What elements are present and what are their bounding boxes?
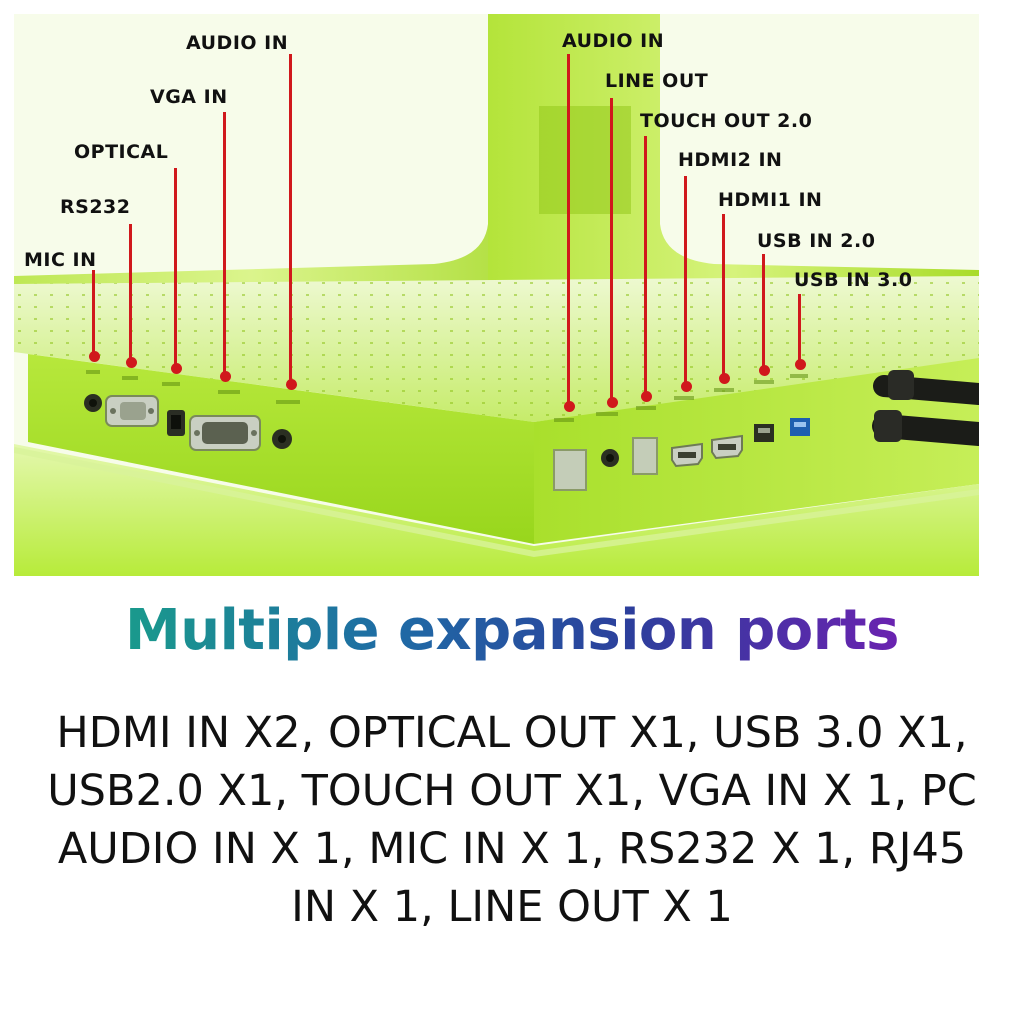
usb2-port-icon (754, 424, 774, 442)
hdmi1-port-icon (711, 434, 743, 460)
leader-dot-hdmi1-in (719, 373, 730, 384)
usb3-port-icon (790, 418, 810, 436)
leader-dot-usb-in-2 (759, 365, 770, 376)
leader-usb-in-2 (762, 254, 765, 368)
leader-dot-usb-in-3 (795, 359, 806, 370)
callout-usb-in-3: USB IN 3.0 (794, 269, 913, 291)
cable-icon (872, 370, 979, 446)
callout-mic-in: MIC IN (24, 249, 97, 271)
vga-port-icon (189, 415, 261, 451)
leader-touch-out (644, 136, 647, 394)
description-line: USB2.0 X1, TOUCH OUT X1, VGA IN X 1, PC (47, 766, 977, 816)
port-description: HDMI IN X2, OPTICAL OUT X1, USB 3.0 X1, … (30, 704, 994, 936)
leader-hdmi1-in (722, 214, 725, 376)
optical-port-icon (167, 410, 185, 436)
callout-hdmi2-in: HDMI2 IN (678, 149, 783, 171)
callout-touch-out: TOUCH OUT 2.0 (640, 110, 813, 132)
device-illustration (14, 14, 979, 576)
leader-hdmi2-in (684, 176, 687, 384)
leader-dot-vga-in (220, 371, 231, 382)
description-line: HDMI IN X2, OPTICAL OUT X1, USB 3.0 X1, (56, 708, 968, 758)
leader-dot-rs232 (126, 357, 137, 368)
callout-optical: OPTICAL (74, 141, 169, 163)
leader-dot-mic-in (89, 351, 100, 362)
hdmi2-port-icon (671, 442, 703, 468)
leader-optical (174, 168, 177, 366)
leader-audio-in-left (289, 54, 292, 382)
leader-audio-in-right (567, 54, 570, 404)
leader-dot-touch-out (641, 391, 652, 402)
rs232-port-icon (105, 395, 159, 427)
headline-text: Multiple expansion ports (125, 598, 900, 663)
leader-line-out (610, 98, 613, 400)
headline: Multiple expansion ports (0, 598, 1024, 663)
callout-audio-in-left: AUDIO IN (186, 32, 289, 54)
leader-usb-in-3 (798, 294, 801, 362)
leader-dot-audio-in-left (286, 379, 297, 390)
leader-mic-in (92, 270, 95, 354)
leader-vga-in (223, 112, 226, 374)
callout-line-out: LINE OUT (605, 70, 709, 92)
leader-dot-hdmi2-in (681, 381, 692, 392)
touch-out-port-icon (632, 437, 658, 475)
leader-dot-line-out (607, 397, 618, 408)
callout-usb-in-2: USB IN 2.0 (757, 230, 876, 252)
leader-dot-optical (171, 363, 182, 374)
mic-in-port-icon (84, 394, 102, 412)
callout-audio-in-right: AUDIO IN (562, 30, 665, 52)
rj45-port-icon (553, 449, 587, 491)
line-out-port-icon (601, 449, 619, 467)
product-photo (14, 14, 979, 576)
audio-in-port-icon (272, 429, 292, 449)
leader-dot-audio-in-right (564, 401, 575, 412)
callout-rs232: RS232 (60, 196, 131, 218)
description-line: AUDIO IN X 1, MIC IN X 1, RS232 X 1, RJ4… (57, 824, 967, 874)
callout-hdmi1-in: HDMI1 IN (718, 189, 823, 211)
callout-vga-in: VGA IN (150, 86, 228, 108)
description-line: IN X 1, LINE OUT X 1 (291, 882, 733, 932)
leader-rs232 (129, 224, 132, 360)
